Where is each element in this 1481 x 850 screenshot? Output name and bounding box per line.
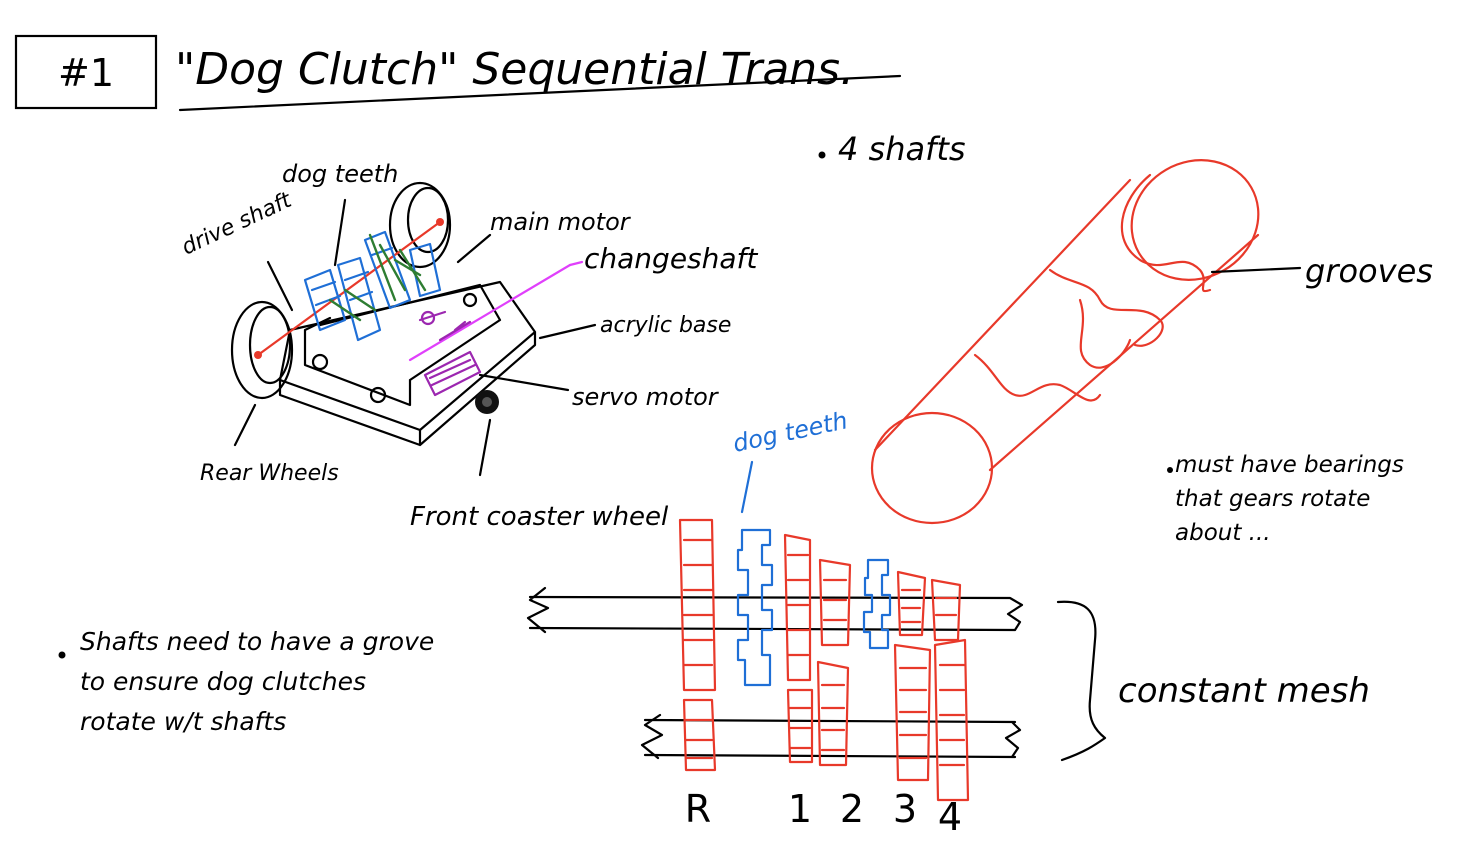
front-coaster-wheel-hub bbox=[482, 397, 492, 407]
label-dog-teeth-gearbox: dog teeth bbox=[730, 406, 850, 458]
title-underline bbox=[178, 74, 902, 112]
bullet-bearings bbox=[1167, 467, 1173, 473]
bullet-shafts-groove bbox=[58, 651, 66, 659]
drive-shaft bbox=[256, 220, 442, 357]
page-title: "Dog Clutch" Sequential Trans. bbox=[175, 44, 854, 95]
label-change-shaft: changeshaft bbox=[584, 242, 758, 275]
gear-reverse-upper bbox=[678, 518, 717, 692]
label-dog-teeth: dog teeth bbox=[282, 160, 398, 188]
leader-front-wheel bbox=[478, 418, 492, 477]
rear-wheel-right-rim bbox=[406, 186, 450, 254]
note-shafts-count: 4 shafts bbox=[838, 130, 966, 168]
label-main-motor: main motor bbox=[490, 208, 632, 236]
drum-side-top bbox=[873, 178, 1132, 452]
red-gears bbox=[678, 518, 970, 802]
gear-label-r: R bbox=[685, 787, 711, 831]
gear-1-upper bbox=[783, 533, 812, 682]
acrylic-base bbox=[278, 280, 537, 447]
car-gear-blue-1 bbox=[303, 268, 347, 332]
notes: 4 shafts must have bearings that gears r… bbox=[58, 130, 1404, 736]
label-servo-motor: servo motor bbox=[572, 383, 720, 411]
title-number: #1 bbox=[58, 51, 114, 95]
servo-motor-body bbox=[423, 350, 482, 397]
gear-2-upper bbox=[818, 558, 852, 647]
leader-dog-teeth bbox=[333, 198, 347, 267]
drum-groove-3 bbox=[973, 353, 1102, 402]
gear-3-lower bbox=[893, 643, 932, 782]
drum-end-top bbox=[1130, 159, 1260, 281]
rear-wheel-left-rim bbox=[248, 305, 292, 385]
label-rear-wheels: Rear Wheels bbox=[200, 461, 339, 486]
dog-clutch-2 bbox=[862, 558, 892, 650]
label-grooves: grooves bbox=[1305, 252, 1433, 290]
car-gear-blue-4 bbox=[408, 242, 442, 298]
leader-drive-shaft bbox=[266, 260, 294, 312]
chassis-hole-2 bbox=[369, 386, 387, 404]
leader-main-motor bbox=[456, 233, 492, 264]
chassis-hole-1 bbox=[311, 353, 329, 371]
note-shafts-groove-box: Shafts need to have a grove to ensure do… bbox=[80, 627, 435, 736]
drum-groove-1 bbox=[1120, 173, 1212, 293]
title-group: #1 "Dog Clutch" Sequential Trans. bbox=[14, 34, 902, 112]
label-front-coaster-wheel: Front coaster wheel bbox=[410, 502, 669, 532]
gear-label-2: 2 bbox=[840, 787, 864, 831]
chassis-hole-3 bbox=[462, 292, 478, 308]
leader-rear-wheels bbox=[233, 403, 257, 447]
car-sketch: dog teeth drive shaft main motor changes… bbox=[178, 160, 758, 532]
car-gear-green bbox=[328, 233, 427, 322]
gearbox: dog teeth constant mesh R 1 bbox=[526, 406, 1370, 839]
lower-shaft bbox=[640, 713, 1022, 760]
gear-1-lower bbox=[786, 688, 814, 764]
rear-wheel-left bbox=[230, 300, 294, 400]
change-linkage bbox=[418, 310, 472, 342]
rear-wheel-right bbox=[388, 181, 452, 269]
gear-2-lower bbox=[816, 660, 850, 767]
gear-label-4: 4 bbox=[938, 795, 962, 839]
label-constant: constant mesh bbox=[1118, 671, 1370, 711]
gear-3-upper bbox=[896, 570, 927, 637]
car-gear-blue-3 bbox=[363, 230, 412, 310]
bullet-shafts-count bbox=[818, 151, 826, 159]
change-drum: grooves bbox=[870, 159, 1433, 525]
gear-4-lower bbox=[933, 638, 970, 802]
drum-end-bottom bbox=[870, 411, 994, 525]
upper-shaft bbox=[526, 586, 1024, 634]
gear-4-upper bbox=[930, 578, 962, 642]
drum-groove-2 bbox=[1048, 268, 1164, 347]
title-number-box bbox=[14, 34, 158, 110]
constant-mesh-brace bbox=[1056, 600, 1107, 762]
gear-label-1: 1 bbox=[788, 787, 812, 831]
dog-clutch-1 bbox=[736, 528, 774, 687]
leader-acrylic-base bbox=[538, 323, 597, 340]
leader-dog-teeth-gearbox bbox=[740, 460, 754, 514]
gear-label-3: 3 bbox=[893, 787, 917, 831]
label-acrylic-base: acrylic base bbox=[600, 313, 731, 338]
note-bearings-box: must have bearings that gears rotate abo… bbox=[1175, 452, 1404, 546]
gear-reverse-lower bbox=[682, 698, 717, 772]
drive-shaft-end-right bbox=[436, 218, 444, 226]
note-bearings: must have bearings that gears rotate abo… bbox=[1175, 452, 1404, 546]
dog-clutches bbox=[736, 528, 892, 687]
note-shafts-groove: Shafts need to have a grove to ensure do… bbox=[80, 627, 435, 736]
drive-shaft-end-left bbox=[254, 351, 262, 359]
leader-grooves bbox=[1210, 266, 1302, 274]
leader-change-shaft bbox=[568, 260, 584, 267]
label-drive-shaft: drive shaft bbox=[178, 187, 297, 260]
leader-servo-motor bbox=[478, 373, 570, 392]
change-pivot bbox=[420, 310, 436, 326]
change-shaft bbox=[408, 263, 572, 362]
drum-groove-4 bbox=[1078, 298, 1132, 369]
